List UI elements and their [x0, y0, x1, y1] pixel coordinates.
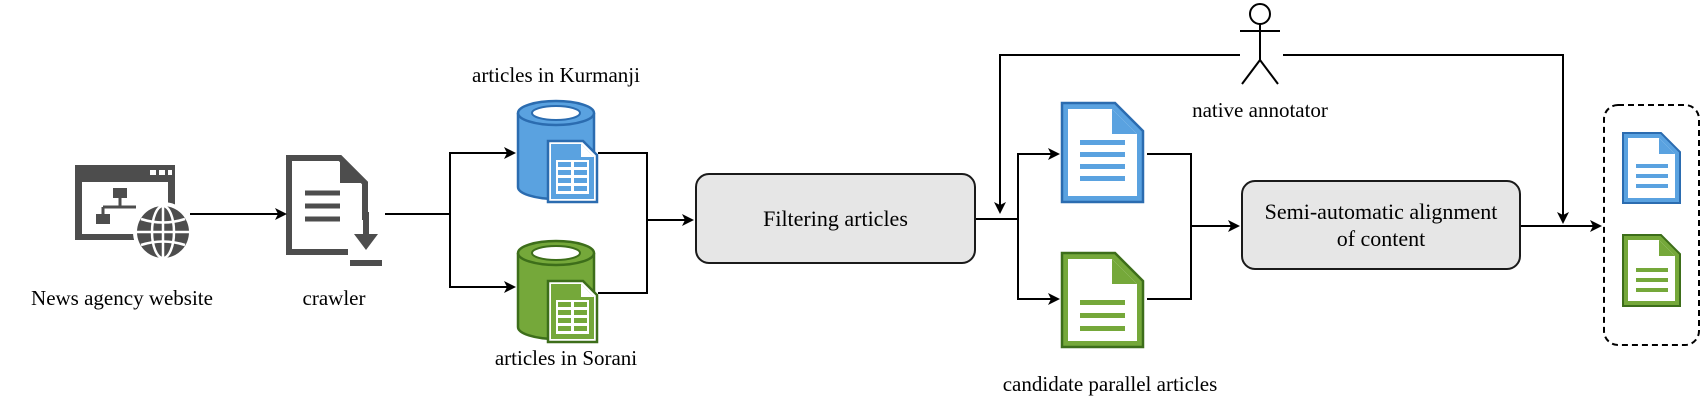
- document-blue-icon: [1060, 101, 1145, 204]
- edge-annotator-output: [1283, 54, 1569, 224]
- alignment-label-line2: of content: [1336, 226, 1426, 251]
- edge-sorani-merge: [598, 220, 648, 294]
- candidates-label: candidate parallel articles: [1002, 372, 1218, 396]
- edge-split-doc-blue: [1017, 148, 1060, 219]
- alignment-label-line1: Semi-automatic alignment: [1264, 199, 1498, 224]
- database-sorani-icon: [516, 239, 599, 344]
- output-document-blue-icon: [1622, 132, 1681, 204]
- output-document-green-icon: [1622, 234, 1681, 307]
- annotator-label: native annotator: [1192, 98, 1328, 122]
- edge-doc-green-merge: [1147, 226, 1192, 300]
- edge-annotator-filtering: [994, 54, 1240, 214]
- edge-split-doc-green: [1017, 219, 1060, 305]
- output-corpus-group: [1603, 104, 1700, 346]
- edge-doc-blue-merge: [1147, 153, 1192, 226]
- edge-kurmanji-merge: [598, 152, 648, 220]
- alignment-box: Semi-automatic alignment of content: [1241, 180, 1521, 270]
- sorani-label: articles in Sorani: [494, 346, 638, 370]
- website-icon: [75, 165, 193, 262]
- annotator-person-icon: [1240, 3, 1280, 85]
- crawler-download-icon: [286, 155, 382, 266]
- website-label: News agency website: [31, 286, 213, 310]
- edge-split-sorani: [449, 214, 516, 293]
- crawler-label: crawler: [302, 286, 366, 310]
- document-green-icon: [1060, 251, 1145, 349]
- database-kurmanji-icon: [516, 99, 599, 204]
- filtering-articles-box: Filtering articles: [695, 173, 976, 264]
- kurmanji-label: articles in Kurmanji: [472, 63, 640, 87]
- filtering-articles-label: Filtering articles: [763, 206, 908, 231]
- edge-split-kurmanji: [449, 147, 516, 214]
